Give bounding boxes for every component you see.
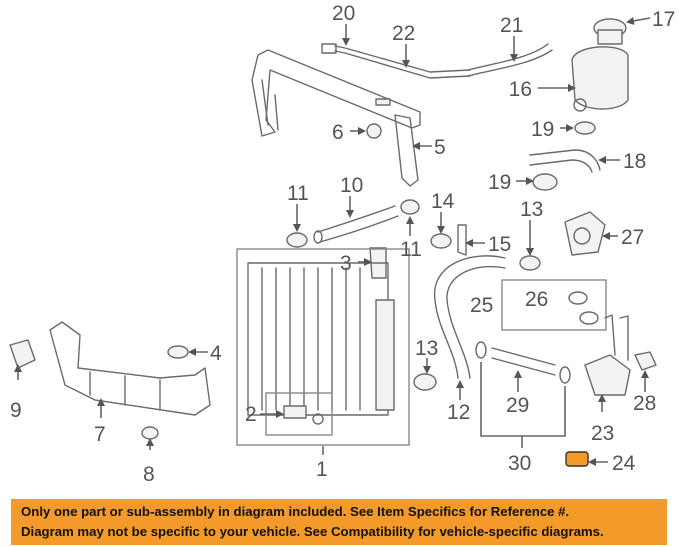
callout-6: 6 <box>332 121 344 144</box>
callout-17: 17 <box>652 8 675 31</box>
disclaimer-banner: Only one part or sub-assembly in diagram… <box>11 499 667 545</box>
disclaimer-line-2: Diagram may not be specific to your vehi… <box>21 524 604 539</box>
callout-7: 7 <box>94 423 106 446</box>
callout-27: 27 <box>621 226 644 249</box>
callout-13-lower: 13 <box>415 337 438 360</box>
callout-3: 3 <box>340 252 352 275</box>
clamp-19-upper <box>574 121 596 135</box>
clamp-11-left <box>286 232 308 248</box>
sensor-28 <box>634 351 657 371</box>
callout-19-lower: 19 <box>488 171 511 194</box>
radiator <box>247 262 395 416</box>
housing-27 <box>564 211 606 256</box>
hose-21 <box>467 43 553 77</box>
callout-26: 26 <box>525 288 548 311</box>
callout-25: 25 <box>470 294 493 317</box>
clamp-11-right <box>400 199 420 215</box>
seal-26 <box>568 291 599 325</box>
callout-8: 8 <box>143 463 155 486</box>
radiator-support <box>251 49 421 187</box>
pin-8 <box>141 426 159 440</box>
callout-19-upper: 19 <box>531 118 554 141</box>
callout-13-upper: 13 <box>520 198 543 221</box>
seal-24 <box>565 451 589 467</box>
radiator-box-1 <box>236 248 410 446</box>
pin-4 <box>167 345 189 359</box>
clamp-14 <box>430 233 452 249</box>
callout-20: 20 <box>332 2 355 25</box>
callout-11-left: 11 <box>287 182 309 205</box>
bracket-15 <box>457 224 467 256</box>
leader-lines <box>14 16 651 466</box>
callout-29: 29 <box>506 394 529 417</box>
callout-18: 18 <box>623 150 646 173</box>
sensor-9 <box>9 339 36 369</box>
callout-30: 30 <box>508 452 531 475</box>
box-25 <box>501 279 607 331</box>
hose-22 <box>321 43 471 79</box>
callout-5: 5 <box>434 136 446 159</box>
callout-16: 16 <box>509 78 532 101</box>
outlet-23 <box>584 314 631 396</box>
clamp-19-lower <box>532 173 558 191</box>
pipe-29 <box>475 341 571 384</box>
callout-22: 22 <box>392 22 415 45</box>
upper-hose-10 <box>313 205 399 244</box>
callout-2: 2 <box>245 403 257 426</box>
drain-valve-2 <box>283 405 324 425</box>
callout-28: 28 <box>633 392 656 415</box>
callout-9: 9 <box>10 399 22 422</box>
push-pin-6 <box>366 123 382 139</box>
clamp-13-lower <box>413 373 437 391</box>
callout-10: 10 <box>340 174 363 197</box>
callout-1: 1 <box>316 458 328 481</box>
hose-18 <box>529 149 601 173</box>
callout-24: 24 <box>612 452 636 475</box>
callout-labels: 20 22 21 17 16 19 18 19 6 5 10 11 11 14 … <box>10 2 675 486</box>
callout-14: 14 <box>431 190 455 213</box>
callout-21: 21 <box>500 14 523 37</box>
lower-hose-12 <box>434 255 506 379</box>
deflector-7 <box>49 321 211 416</box>
callout-23: 23 <box>591 422 614 445</box>
callout-15: 15 <box>488 233 511 256</box>
surge-tank <box>571 18 629 112</box>
clamp-13-upper <box>519 255 541 271</box>
disclaimer-line-1: Only one part or sub-assembly in diagram… <box>21 504 570 519</box>
callout-12: 12 <box>447 401 470 424</box>
callout-11-right: 11 <box>400 238 422 261</box>
callout-4: 4 <box>210 342 222 365</box>
